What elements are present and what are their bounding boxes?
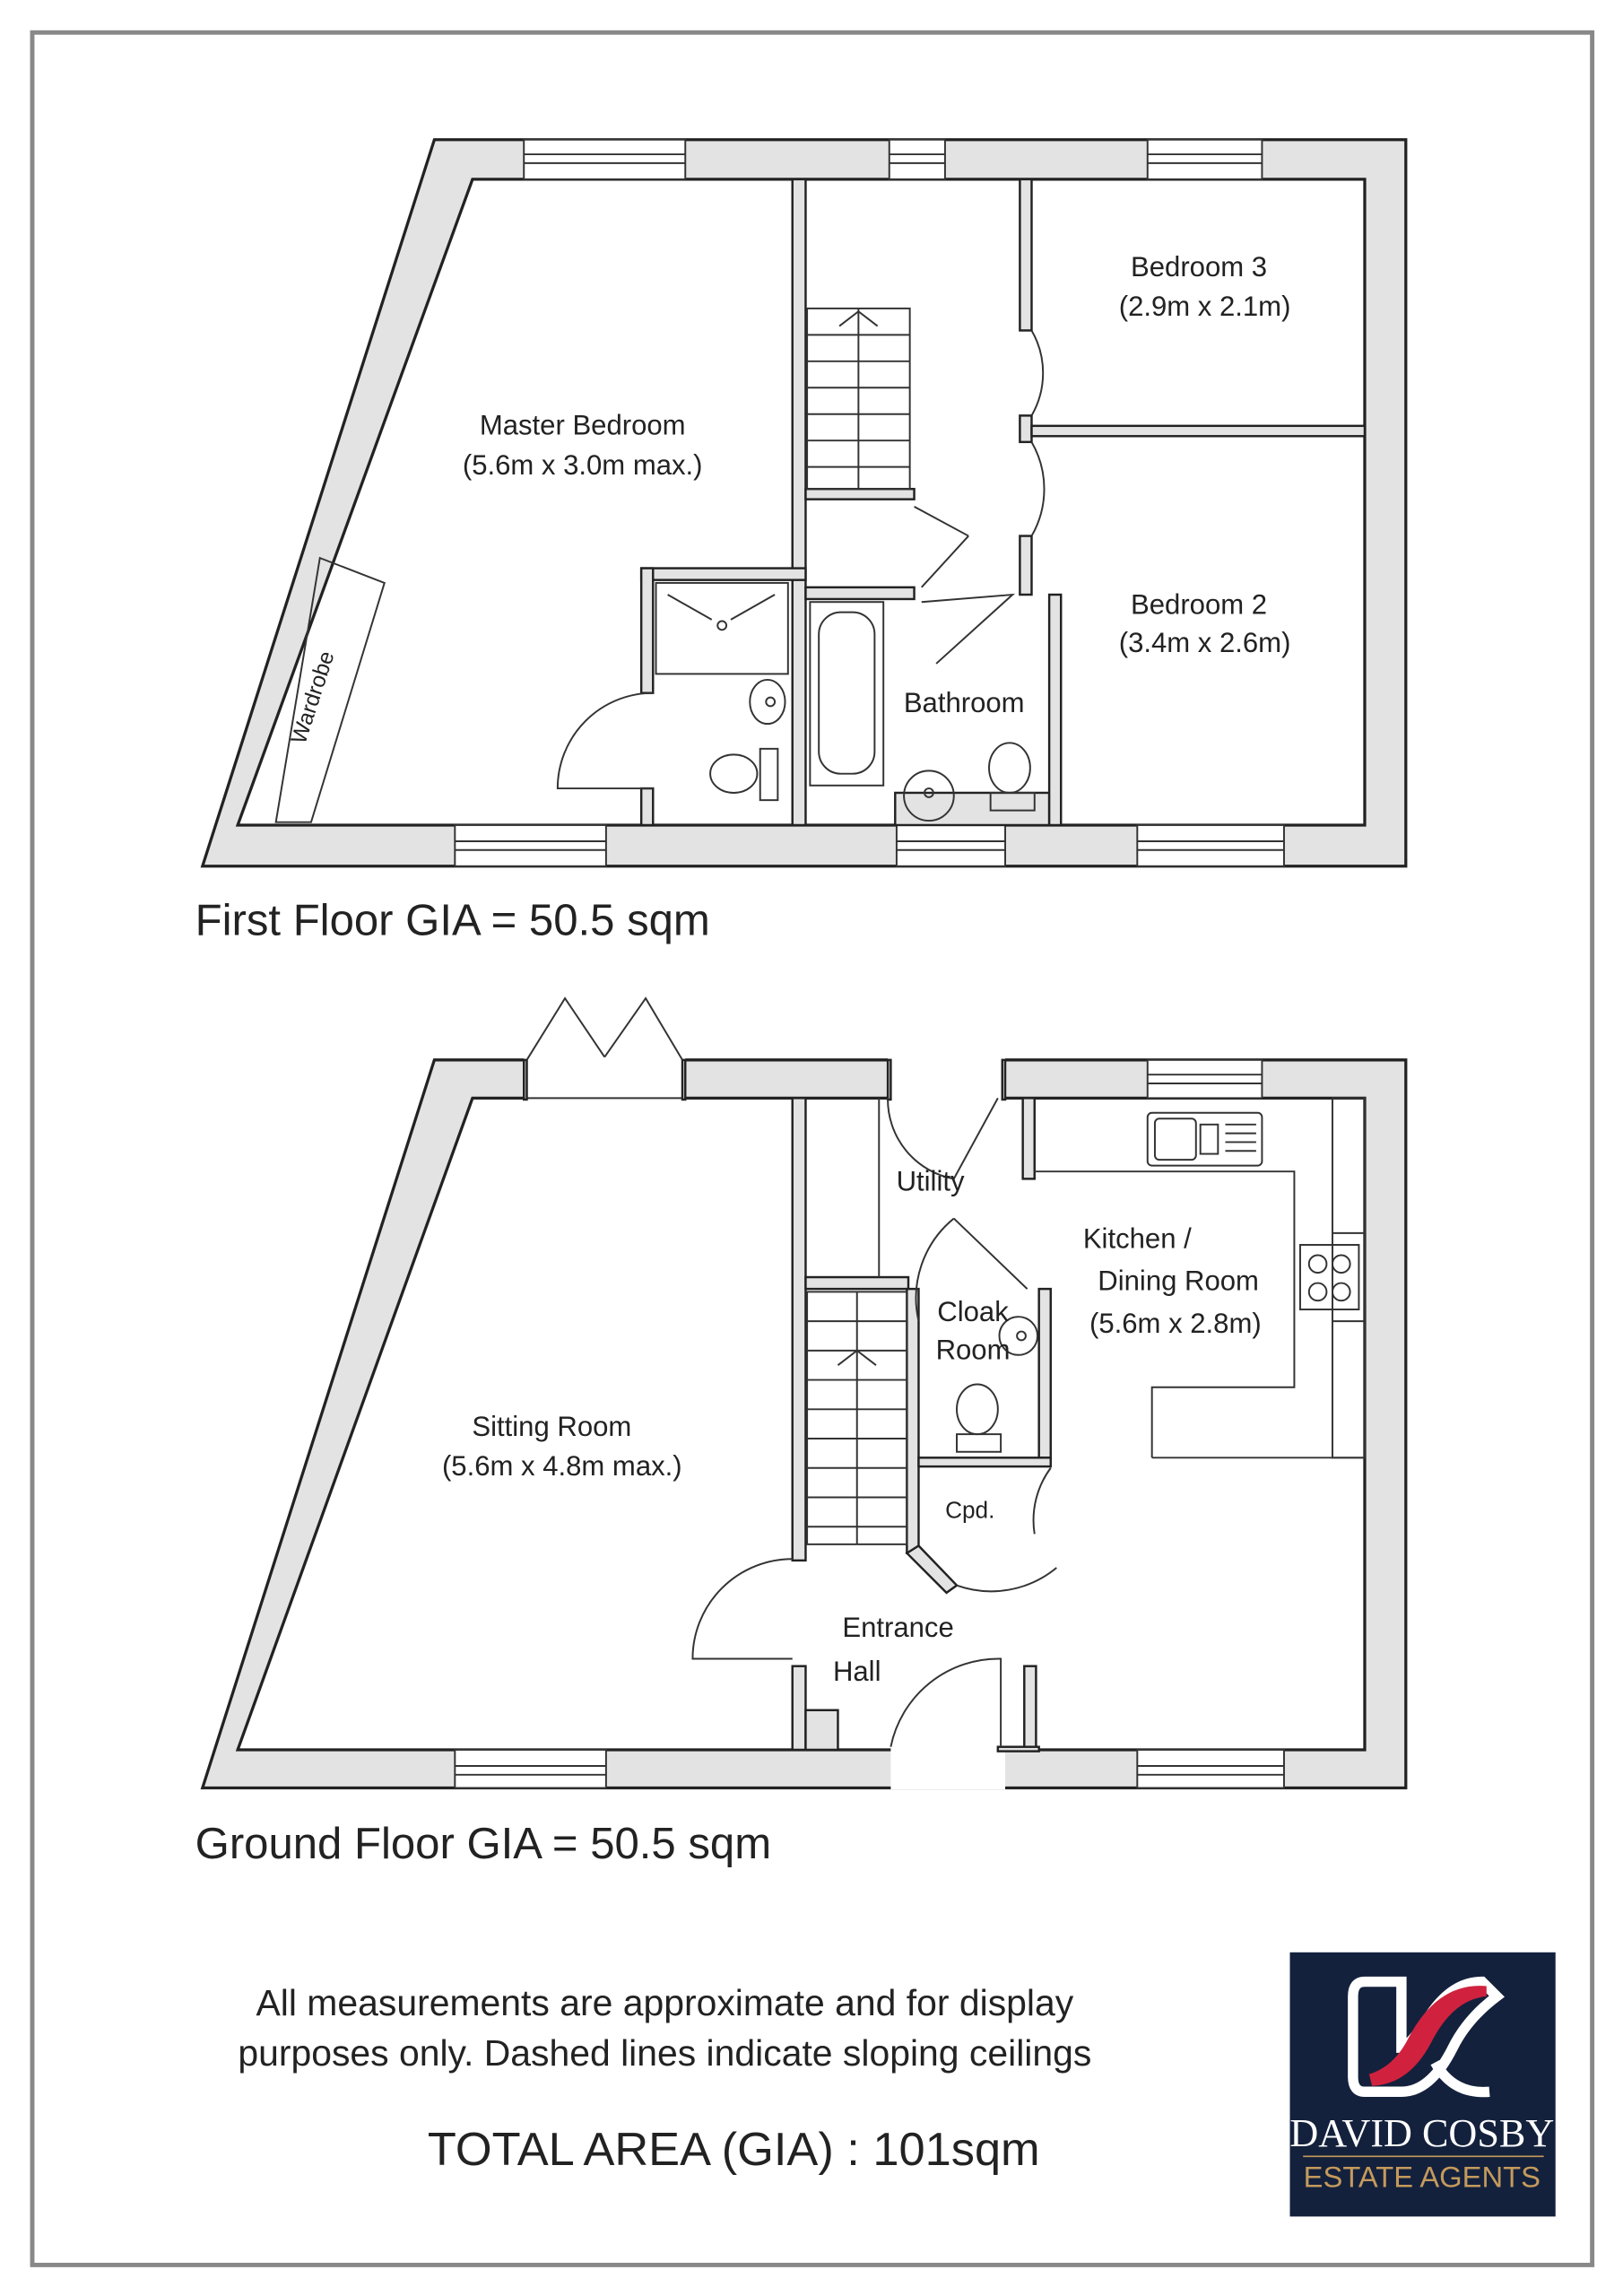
company-logo: DAVID COSBY ESTATE AGENTS — [1289, 1952, 1556, 2217]
logo-name: DAVID COSBY — [1289, 2111, 1554, 2155]
interior-wall — [996, 1745, 1040, 1752]
window — [1136, 1748, 1285, 1789]
door-swing — [1030, 329, 1045, 416]
basin — [749, 678, 786, 726]
interior-wall — [1021, 1097, 1036, 1180]
french-doors — [525, 996, 683, 1061]
room-size: (5.6m x 3.0m max.) — [463, 449, 703, 481]
window — [895, 823, 1007, 867]
room-name: Kitchen / — [1083, 1222, 1192, 1254]
interior-wall — [804, 1275, 910, 1291]
toilet — [709, 747, 779, 802]
interior-wall — [791, 1097, 807, 1562]
interior-wall — [639, 567, 655, 694]
room-name: Bedroom 2 — [1131, 588, 1267, 620]
ground-floor-plan: Utility Kitchen / Dining Room (5.6m x 2.… — [195, 996, 1408, 1868]
door-swing — [921, 593, 1016, 665]
window — [1146, 1058, 1263, 1100]
interior-wall — [1019, 535, 1033, 596]
dc-monogram-icon — [1348, 1976, 1505, 2098]
interior-wall — [639, 567, 807, 581]
room-size: (5.6m x 4.8m max.) — [442, 1450, 682, 1482]
interior-wall — [804, 487, 916, 500]
interior-wall — [894, 791, 1051, 827]
total-area: TOTAL AREA (GIA) : 101sqm — [428, 2124, 1040, 2176]
interior-wall — [1019, 414, 1033, 444]
toilet — [956, 1383, 1002, 1453]
interior-wall — [1047, 593, 1063, 827]
window — [523, 138, 687, 180]
interior-wall — [1037, 1287, 1052, 1459]
door-swing — [1030, 441, 1046, 537]
room-size: (3.4m x 2.6m) — [1119, 627, 1291, 658]
disclaimer-line-1: All measurements are approximate and for… — [256, 1982, 1073, 2023]
door-swing — [556, 691, 654, 790]
room-name: Room — [936, 1335, 1011, 1366]
interior-wall — [804, 586, 916, 601]
ground-floor-area: Ground Floor GIA = 50.5 sqm — [195, 1820, 771, 1868]
interior-wall — [1030, 424, 1367, 438]
interior-wall — [791, 1665, 807, 1752]
shower — [655, 581, 789, 675]
room-name: Cloak — [937, 1296, 1009, 1327]
kitchen-counter — [1331, 1097, 1366, 1459]
room-name: Dining Room — [1098, 1265, 1259, 1297]
interior-wall — [1023, 1665, 1037, 1752]
window — [454, 1748, 607, 1789]
door-swing — [956, 1567, 1057, 1593]
room-name: Sitting Room — [472, 1411, 631, 1442]
hob — [1298, 1244, 1360, 1310]
room-name: Utility — [897, 1165, 965, 1196]
interior-wall — [639, 787, 655, 827]
interior-wall — [791, 178, 807, 827]
room-name: Hall — [833, 1656, 881, 1687]
logo-tagline: ESTATE AGENTS — [1304, 2161, 1541, 2194]
window — [1146, 138, 1263, 180]
door-swing — [890, 1657, 1002, 1747]
door-swing — [887, 1097, 999, 1180]
room-name: Entrance — [842, 1612, 953, 1643]
interior-wall — [917, 1457, 1052, 1468]
kitchen-counter — [1034, 1170, 1296, 1458]
wardrobe — [274, 556, 386, 823]
window — [454, 823, 607, 867]
disclaimer-line-2: purposes only. Dashed lines indicate slo… — [238, 2032, 1091, 2074]
sink — [1146, 1111, 1263, 1167]
window — [1136, 823, 1285, 867]
room-name: Bedroom 3 — [1131, 251, 1267, 283]
door-swing — [691, 1558, 793, 1660]
basin — [903, 770, 955, 822]
staircase — [806, 307, 911, 491]
toilet — [988, 742, 1036, 812]
first-floor-plan: Master Bedroom (5.6m x 3.0m max.) Bedroo… — [195, 138, 1408, 945]
room-name: Master Bedroom — [480, 410, 686, 441]
room-name: Cpd. — [945, 1496, 994, 1523]
interior-wall — [1019, 178, 1033, 332]
room-size: (5.6m x 2.8m) — [1089, 1308, 1262, 1339]
room-name: Bathroom — [904, 687, 1025, 718]
interior-wall — [906, 1287, 920, 1554]
first-floor-area: First Floor GIA = 50.5 sqm — [195, 897, 710, 945]
window — [888, 138, 946, 180]
door-swing — [915, 1217, 1028, 1322]
interior-wall — [804, 1709, 839, 1752]
bath — [809, 601, 885, 787]
room-size: (2.9m x 2.1m) — [1119, 291, 1291, 322]
basin — [998, 1316, 1039, 1356]
staircase — [806, 1291, 908, 1545]
